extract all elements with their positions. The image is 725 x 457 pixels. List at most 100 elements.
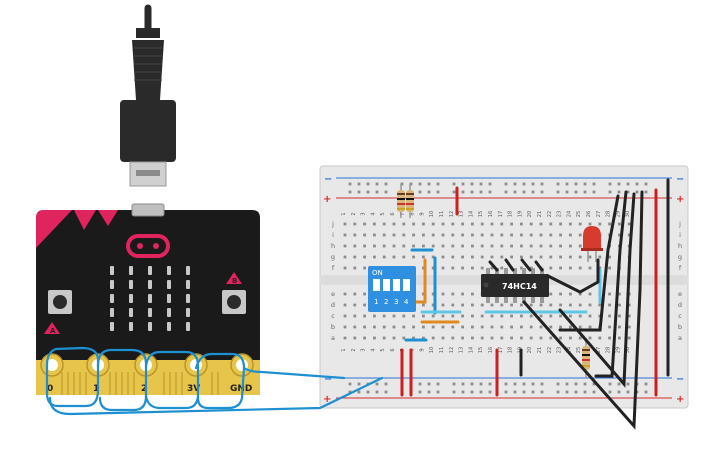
wire-black-led[interactable] (546, 258, 600, 294)
breadboard-hole (490, 244, 494, 248)
dip-switch[interactable]: ON 1 2 3 4 (368, 266, 416, 312)
column-number: 15 (478, 347, 484, 353)
row-letter: i (679, 231, 681, 239)
rail-hole (626, 390, 630, 394)
column-number: 23 (557, 347, 563, 353)
row-letter: e (331, 290, 335, 298)
breadboard-hole (392, 233, 396, 237)
wire-loop-pin2-3v[interactable] (144, 350, 200, 410)
breadboard-hole (353, 336, 357, 340)
breadboard-hole (382, 222, 386, 226)
rail-hole (556, 382, 560, 386)
wire-black-chip-2[interactable] (504, 258, 515, 272)
wire-gnd-to-rail[interactable] (242, 366, 346, 380)
breadboard-hole (461, 255, 464, 259)
column-number: 2 (351, 212, 357, 215)
breadboard-hole (480, 303, 484, 307)
breadboard-hole (578, 244, 582, 248)
ic-chip-74hc14[interactable]: 74HC14 (481, 268, 549, 303)
pin-0-pad[interactable] (40, 353, 64, 377)
column-number: 7 (400, 212, 406, 215)
breadboard-hole (392, 325, 396, 329)
breadboard-hole (539, 233, 543, 237)
led-pixel (110, 294, 114, 303)
rail-hole (574, 390, 578, 394)
rail-hole (418, 382, 422, 386)
breadboard-hole (431, 336, 435, 340)
column-number: 29 (615, 347, 621, 353)
breadboard-hole (451, 314, 455, 318)
breadboard-hole (578, 233, 582, 237)
rail-hole (461, 190, 465, 194)
resistor-bottom[interactable] (582, 338, 590, 378)
breadboard-hole (510, 222, 513, 226)
rail-hole (626, 382, 630, 386)
breadboard-hole (402, 325, 406, 329)
column-number: 10 (429, 347, 435, 353)
rail-hole (384, 190, 388, 194)
led-pixel (110, 322, 114, 331)
wire-pin0-to-breadboard[interactable] (48, 376, 384, 416)
wire-black-chip-3[interactable] (520, 258, 532, 272)
breadboard-hole (569, 244, 572, 248)
rail-hole (504, 190, 508, 194)
breadboard-hole (627, 325, 631, 329)
wire-orange-1[interactable] (412, 258, 427, 304)
dip-toggle-3[interactable] (393, 279, 400, 291)
breadboard-hole (500, 336, 504, 340)
dip-toggle-1[interactable] (373, 279, 380, 291)
rail-hole (504, 182, 508, 186)
dip-toggle-4[interactable] (403, 279, 410, 291)
rail-minus-top-right: − (676, 174, 684, 185)
column-number: 6 (390, 212, 396, 215)
breadboard-hole (578, 314, 582, 318)
wire-black-3[interactable] (558, 192, 636, 388)
row-letter: g (678, 253, 682, 261)
button-b[interactable] (222, 290, 246, 314)
wire-black-chip-1[interactable] (488, 260, 499, 272)
breadboard-hole (343, 222, 347, 226)
rail-hole (556, 190, 560, 194)
wire-black-chip-4[interactable] (534, 260, 544, 272)
breadboard-hole (529, 336, 533, 340)
breadboard-hole (402, 233, 406, 237)
breadboard-hole (510, 303, 513, 307)
resistor-top-2[interactable] (406, 184, 414, 218)
wire-loop-3v-gnd[interactable] (194, 352, 246, 410)
column-number: 21 (537, 211, 543, 217)
wire-black-2[interactable] (594, 190, 628, 378)
button-a[interactable] (48, 290, 72, 314)
breadboard-hole (343, 233, 347, 237)
wire-black-1[interactable] (558, 194, 620, 332)
breadboard-hole (520, 233, 523, 237)
row-letter: a (331, 334, 335, 342)
column-number: 30 (625, 211, 631, 217)
rail-hole (531, 190, 535, 194)
breadboard-hole (471, 255, 474, 259)
breadboard-hole (559, 314, 562, 318)
wire-black-4[interactable] (522, 190, 644, 430)
rail-hole (644, 382, 648, 386)
breadboard-hole (549, 336, 553, 340)
breadboard-hole (412, 336, 415, 340)
column-number: 28 (606, 347, 612, 353)
led-matrix (110, 266, 190, 331)
red-led[interactable] (581, 226, 603, 262)
breadboard-hole (343, 314, 347, 318)
resistor-top-1[interactable] (397, 184, 405, 218)
breadboard-hole (549, 303, 553, 307)
rail-hole (436, 382, 440, 386)
rail-hole (436, 182, 440, 186)
rail-hole (592, 182, 596, 186)
breadboard-hole (598, 314, 602, 318)
row-letter: d (331, 301, 335, 309)
rail-hole (348, 390, 352, 394)
breadboard-hole (461, 303, 464, 307)
wire-loop-pin1-pin2[interactable] (96, 348, 148, 412)
dip-switch-on-label: ON (372, 269, 383, 277)
dip-toggle-2[interactable] (383, 279, 390, 291)
led-pixel (110, 280, 114, 289)
rail-hole (427, 182, 431, 186)
breadboard-hole (520, 244, 523, 248)
